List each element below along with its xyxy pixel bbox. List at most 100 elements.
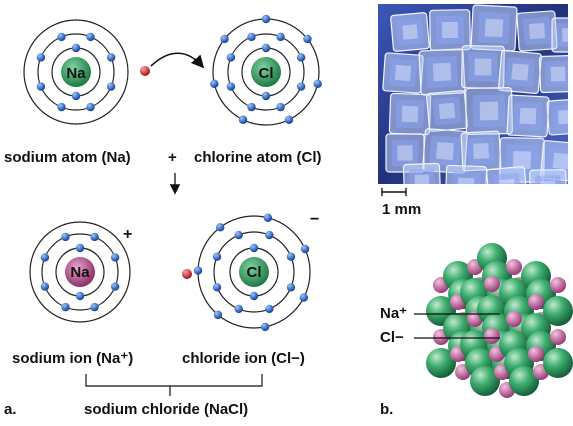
salt-cube xyxy=(426,90,468,132)
sodium-ion-sphere xyxy=(506,311,522,327)
scale-bar-label: 1 mm xyxy=(382,201,421,218)
chloride-ion-electron xyxy=(249,243,259,253)
chloride-ion-electron xyxy=(286,252,296,261)
salt-cube xyxy=(385,133,425,173)
sodium-atom-electron xyxy=(86,32,95,42)
salt-cube xyxy=(506,94,550,138)
chlorine-atom-symbol: Cl xyxy=(259,65,274,82)
chlorine-atom-electron xyxy=(247,32,256,42)
sodium-atom-electron xyxy=(36,53,46,62)
chlorine-atom-electron xyxy=(238,115,248,124)
sodium-ion-electron xyxy=(110,253,120,262)
chloride-ion-electron xyxy=(249,291,259,301)
chloride-ion-sphere xyxy=(470,366,500,396)
chloride-ion-electron xyxy=(212,283,222,292)
chlorine-atom-shell-2 xyxy=(227,33,305,111)
sodium-ion-sphere xyxy=(528,346,544,362)
salt-cube xyxy=(551,17,568,53)
chlorine-atom-electron xyxy=(261,14,271,24)
sodium-ion-diagram xyxy=(29,221,131,323)
chlorine-atom-electron xyxy=(220,34,229,44)
chlorine-atom-nucleus xyxy=(251,57,281,87)
sodium-ion-electron xyxy=(40,282,50,291)
chlorine-atom-electron xyxy=(296,53,306,62)
chloride-ion-electron xyxy=(299,293,309,302)
sodium-atom-nucleus xyxy=(61,57,91,87)
sodium-ion-electron xyxy=(61,232,70,242)
sodium-ion-shell-3 xyxy=(29,221,131,323)
salt-cube xyxy=(516,10,558,52)
chlorine-atom-electron xyxy=(284,115,294,124)
salt-cube xyxy=(402,162,442,184)
chloride-ion-diagram xyxy=(193,213,311,332)
chlorine-atom-electron xyxy=(226,53,236,62)
chloride-ion-sphere xyxy=(509,366,539,396)
salt-cube xyxy=(538,54,568,94)
salt-cube xyxy=(382,52,424,94)
chloride-ion-electron xyxy=(193,266,203,275)
salt-cube xyxy=(444,164,488,184)
chlorine-atom-electron xyxy=(226,82,236,91)
sodium-ion-symbol: Na xyxy=(70,264,90,281)
transferred-electron xyxy=(140,66,150,76)
salt-cube xyxy=(418,48,466,96)
salt-cube xyxy=(390,12,430,52)
chloride-ion-shell-2 xyxy=(213,231,295,313)
chloride-ion-electron xyxy=(234,230,243,240)
chlorine-atom-caption: chlorine atom (Cl) xyxy=(194,149,322,166)
chlorine-atom-electron xyxy=(276,32,285,42)
panel-a-label: a. xyxy=(4,401,17,418)
chloride-ion-electron xyxy=(260,322,270,332)
chlorine-atom-electron xyxy=(261,43,271,53)
lattice-na-label: Na⁺ xyxy=(380,305,407,322)
sodium-ion-sphere xyxy=(550,277,566,293)
salt-cube xyxy=(529,169,567,184)
chloride-ion-electron xyxy=(216,223,225,232)
sodium-ion-shell-2 xyxy=(41,233,119,311)
salt-cube xyxy=(429,9,471,51)
chloride-ion-electron xyxy=(300,244,310,254)
lattice-cl-label: Cl− xyxy=(380,329,404,346)
chloride-ion-electron xyxy=(263,213,273,222)
sodium-atom-electron xyxy=(57,32,66,42)
salt-cube xyxy=(465,87,513,135)
sodium-ion-electron xyxy=(40,253,50,262)
sodium-atom-electron xyxy=(106,82,116,91)
sodium-atom-caption: sodium atom (Na) xyxy=(4,149,131,166)
salt-cube xyxy=(388,92,432,136)
chloride-ion-electron xyxy=(286,283,296,292)
sodium-chloride-caption: sodium chloride (NaCl) xyxy=(84,401,248,418)
chloride-ion-electron xyxy=(265,304,274,314)
chloride-ion-caption: chloride ion (Cl−) xyxy=(182,350,305,367)
electron-transfer-arrow xyxy=(150,52,205,69)
sodium-ion-electron xyxy=(110,282,120,291)
sodium-atom-diagram xyxy=(23,19,129,125)
sodium-ion-sphere xyxy=(528,294,544,310)
salt-cube xyxy=(546,98,568,136)
sodium-ion-sphere xyxy=(484,276,500,292)
chloride-ion-charge: − xyxy=(310,211,319,228)
salt-crystal-photo xyxy=(378,4,568,184)
chlorine-atom-diagram xyxy=(210,14,322,126)
chloride-ion-sphere xyxy=(543,296,573,326)
chloride-ion-symbol: Cl xyxy=(247,264,262,281)
salt-cube xyxy=(461,45,505,89)
sodium-ion-electron xyxy=(90,232,99,242)
chloride-ion-electron xyxy=(265,230,274,240)
sodium-ion-electron xyxy=(61,302,70,312)
chlorine-atom-electron xyxy=(313,79,322,88)
sodium-ion-nucleus xyxy=(65,257,95,287)
sodium-atom-electron xyxy=(71,91,81,101)
sodium-atom-electron xyxy=(71,43,81,53)
chlorine-atom-electron xyxy=(210,79,219,88)
salt-cube xyxy=(422,128,468,174)
salt-cube xyxy=(486,166,528,184)
chloride-ion-sphere xyxy=(543,348,573,378)
sodium-ion-sphere xyxy=(550,329,566,345)
chlorine-atom-electron xyxy=(296,82,306,91)
sodium-ion-electron xyxy=(75,243,85,253)
chloride-ion-nucleus xyxy=(239,257,269,287)
plus-sign: + xyxy=(168,149,177,166)
